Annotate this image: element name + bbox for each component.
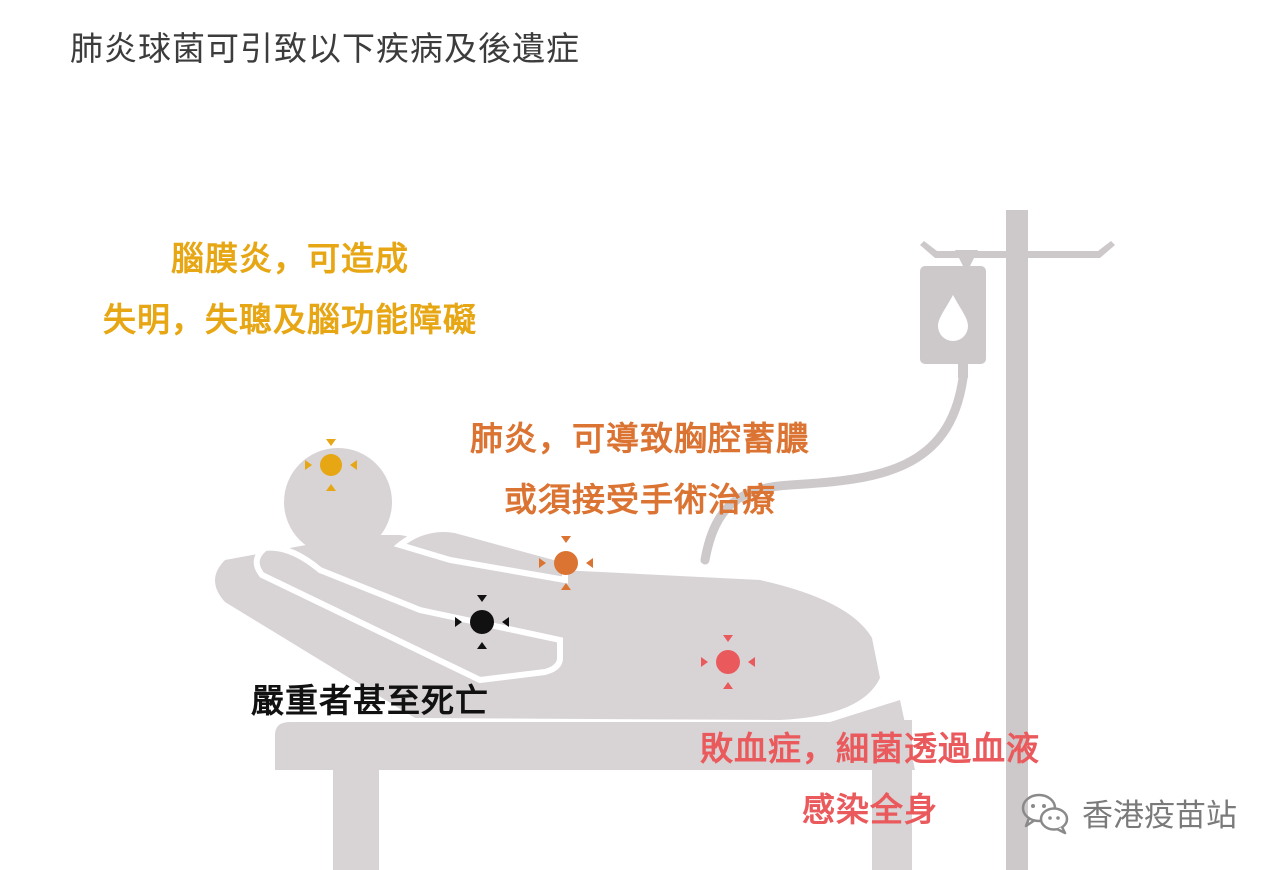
meningitis-line-2: 失明，失聰及腦功能障礙 (103, 300, 477, 340)
bed (275, 700, 915, 870)
sepsis-line-2: 感染全身 (802, 790, 938, 830)
meningitis-label: 腦膜炎，可造成 失明，失聰及腦功能障礙 (60, 228, 520, 350)
watermark: 香港疫苗站 (1020, 790, 1237, 835)
meningitis-line-1: 腦膜炎，可造成 (171, 239, 409, 278)
death-line-1: 嚴重者甚至死亡 (251, 681, 489, 720)
marker-heart (455, 595, 509, 649)
patient-head (284, 448, 392, 556)
watermark-text: 香港疫苗站 (1082, 798, 1237, 834)
pneumonia-line-2: 或須接受手術治療 (504, 480, 776, 520)
marker-brain (305, 439, 357, 491)
sepsis-line-1: 敗血症，細菌透過血液 (700, 729, 1040, 768)
death-label: 嚴重者甚至死亡 (190, 670, 550, 731)
marker-blood (701, 635, 755, 689)
marker-lung (539, 536, 593, 590)
page-title: 肺炎球菌可引致以下疾病及後遺症 (70, 29, 580, 68)
wechat-icon (1021, 793, 1069, 834)
pneumonia-line-1: 肺炎，可導致胸腔蓄膿 (470, 419, 810, 458)
drop-icon (938, 295, 968, 341)
pneumonia-label: 肺炎，可導致胸腔蓄膿 或須接受手術治療 (420, 408, 860, 530)
iv-bag (920, 250, 986, 378)
iv-tube (700, 373, 968, 565)
sepsis-label: 敗血症，細菌透過血液 感染全身 (640, 718, 1100, 840)
